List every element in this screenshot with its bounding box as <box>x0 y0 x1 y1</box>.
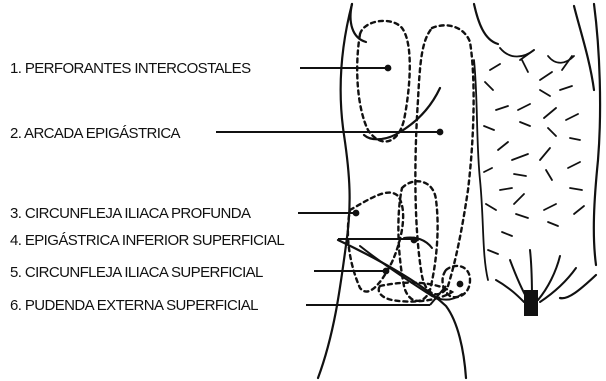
label-4: 4. EPIGÁSTRICA INFERIOR SUPERFICIAL <box>10 232 284 249</box>
marker-dot-3 <box>354 211 359 216</box>
legend-labels: 1. PERFORANTES INTERCOSTALES 2. ARCADA E… <box>10 60 284 314</box>
territory-6-outline <box>443 266 470 297</box>
territory-3-outline <box>348 193 403 292</box>
marker-dot-6 <box>458 282 463 287</box>
pubic-marker <box>524 290 538 316</box>
vascular-territories <box>348 21 474 302</box>
label-3: 3. CIRCUNFLEJA ILIACA PROFUNDA <box>10 205 251 222</box>
skin-shading <box>474 48 584 280</box>
territory-2-outline <box>415 25 473 294</box>
marker-dot-4 <box>412 238 417 243</box>
marker-dot-1 <box>386 66 391 71</box>
label-6: 6. PUDENDA EXTERNA SUPERFICIAL <box>10 297 258 314</box>
marker-dot-5 <box>384 269 389 274</box>
marker-dot-2 <box>438 130 443 135</box>
torso-outline <box>318 4 600 378</box>
label-2: 2. ARCADA EPIGÁSTRICA <box>10 125 181 142</box>
territory-1-outline <box>357 21 410 142</box>
label-5: 5. CIRCUNFLEJA ILIACA SUPERFICIAL <box>10 264 263 281</box>
label-1: 1. PERFORANTES INTERCOSTALES <box>10 60 251 77</box>
